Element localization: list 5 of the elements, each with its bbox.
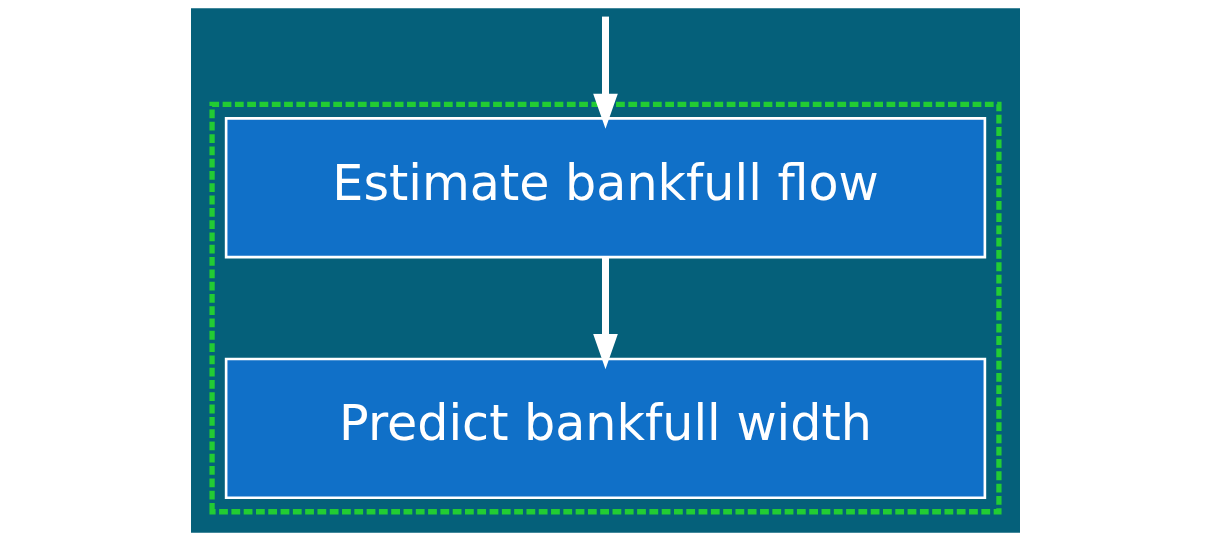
- arrow: [593, 257, 618, 370]
- arrow: [593, 16, 618, 129]
- node-box: Predict bankfull width: [224, 357, 987, 499]
- cluster: [209, 101, 1002, 515]
- node-box: Estimate bankfull flow: [224, 117, 987, 259]
